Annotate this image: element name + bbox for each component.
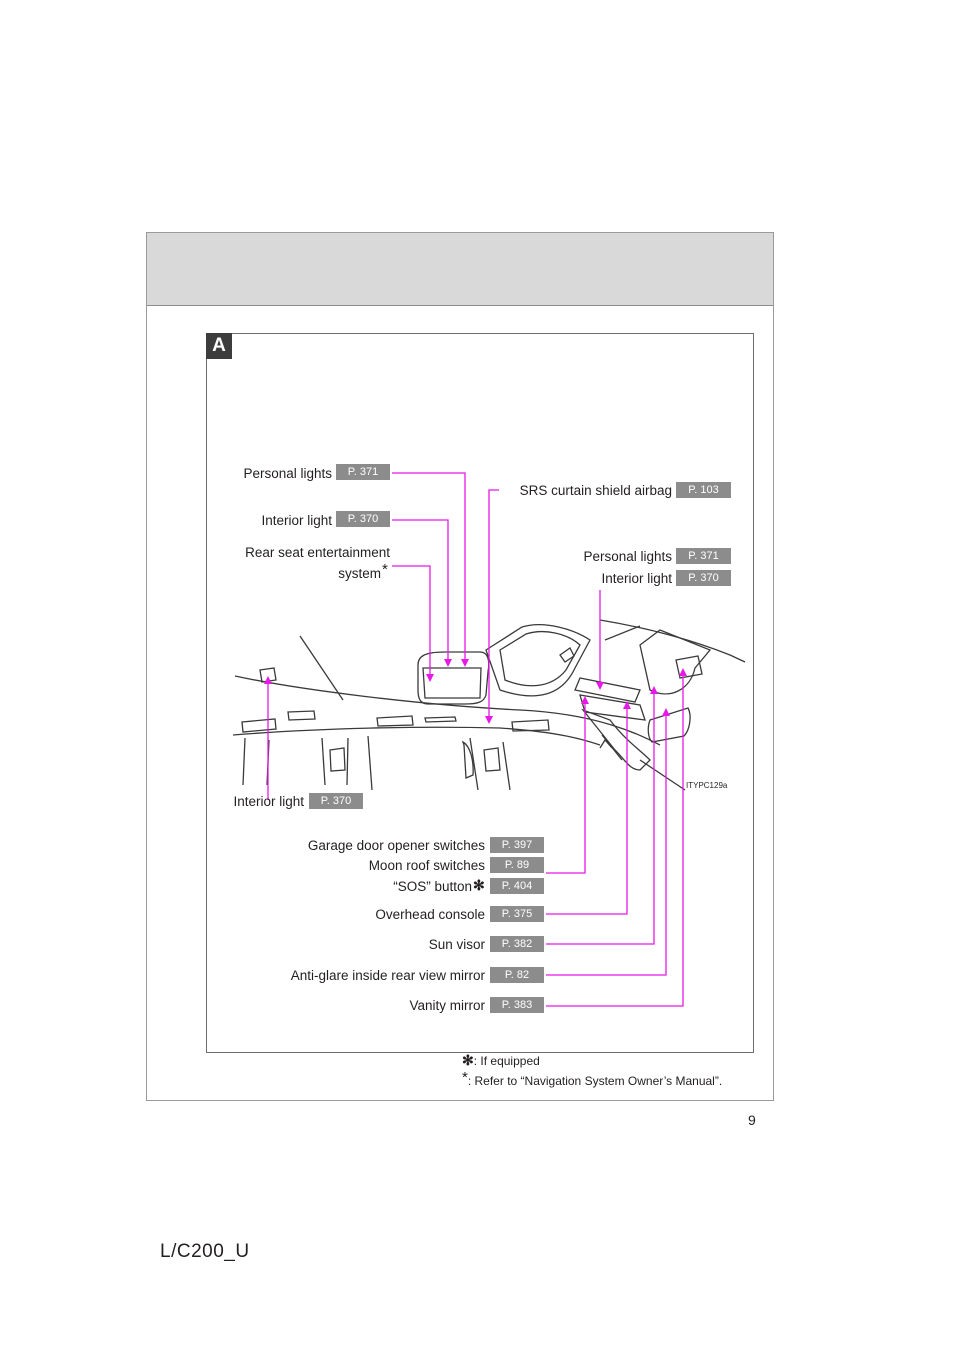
section-badge: A: [206, 333, 232, 359]
car-interior-drawing: [232, 619, 746, 791]
label-sos-button: “SOS” button: [393, 879, 472, 894]
ref-personal-lights-right[interactable]: P. 371: [676, 548, 731, 564]
label-interior-light-left: Interior light: [233, 794, 304, 809]
callout-arrowheads: [264, 659, 687, 724]
label-rear-seat-system: system: [338, 566, 381, 581]
label-interior-light-top: Interior light: [261, 513, 332, 528]
illustration-frame: [206, 333, 754, 1053]
ref-moon-roof[interactable]: P. 89: [490, 857, 544, 873]
ref-interior-light-right[interactable]: P. 370: [676, 570, 731, 586]
footnote-star-text: : If equipped: [473, 1054, 540, 1068]
ref-sun-visor[interactable]: P. 382: [490, 936, 544, 952]
label-srs-airbag: SRS curtain shield airbag: [519, 483, 672, 498]
footnote-asterisk-symbol: *: [462, 1069, 468, 1086]
callout-lines: [267, 472, 684, 1007]
ref-interior-light-left[interactable]: P. 370: [309, 793, 363, 809]
page-frame: [146, 232, 774, 1101]
label-sun-visor: Sun visor: [428, 937, 485, 952]
ref-overhead-console[interactable]: P. 375: [490, 906, 544, 922]
label-rear-seat-entertainment: Rear seat entertainment: [245, 545, 390, 560]
label-vanity-mirror: Vanity mirror: [409, 998, 485, 1013]
ref-interior-light-top[interactable]: P. 370: [336, 511, 390, 527]
footnote-asterisk-text: : Refer to “Navigation System Owner’s Ma…: [467, 1074, 723, 1088]
label-personal-lights-top: Personal lights: [243, 466, 332, 481]
ref-vanity-mirror[interactable]: P. 383: [490, 997, 544, 1013]
star-mark: ✻: [473, 877, 485, 893]
asterisk-mark: *: [382, 561, 388, 578]
label-moon-roof: Moon roof switches: [368, 858, 485, 873]
ref-srs-airbag[interactable]: P. 103: [676, 482, 731, 498]
footnote-navigation-manual: *: Refer to “Navigation System Owner’s M…: [462, 1069, 722, 1088]
illustration-code: ITYPC129a: [686, 781, 728, 790]
label-personal-lights-right: Personal lights: [583, 549, 672, 564]
label-interior-light-right: Interior light: [601, 571, 672, 586]
footnote-if-equipped: ✻: If equipped: [462, 1052, 540, 1069]
ref-garage-door[interactable]: P. 397: [490, 837, 544, 853]
ref-personal-lights-top[interactable]: P. 371: [336, 464, 390, 480]
model-code: L/C200_U: [160, 1241, 250, 1262]
ref-anti-glare-mirror[interactable]: P. 82: [490, 967, 544, 983]
label-garage-door: Garage door opener switches: [307, 838, 485, 853]
footnote-star-symbol: ✻: [462, 1052, 474, 1068]
header-band: [147, 233, 773, 306]
page-number: 9: [748, 1112, 756, 1128]
label-overhead-console: Overhead console: [375, 907, 485, 922]
ref-sos-button[interactable]: P. 404: [490, 878, 544, 894]
label-anti-glare-mirror: Anti-glare inside rear view mirror: [290, 968, 485, 983]
